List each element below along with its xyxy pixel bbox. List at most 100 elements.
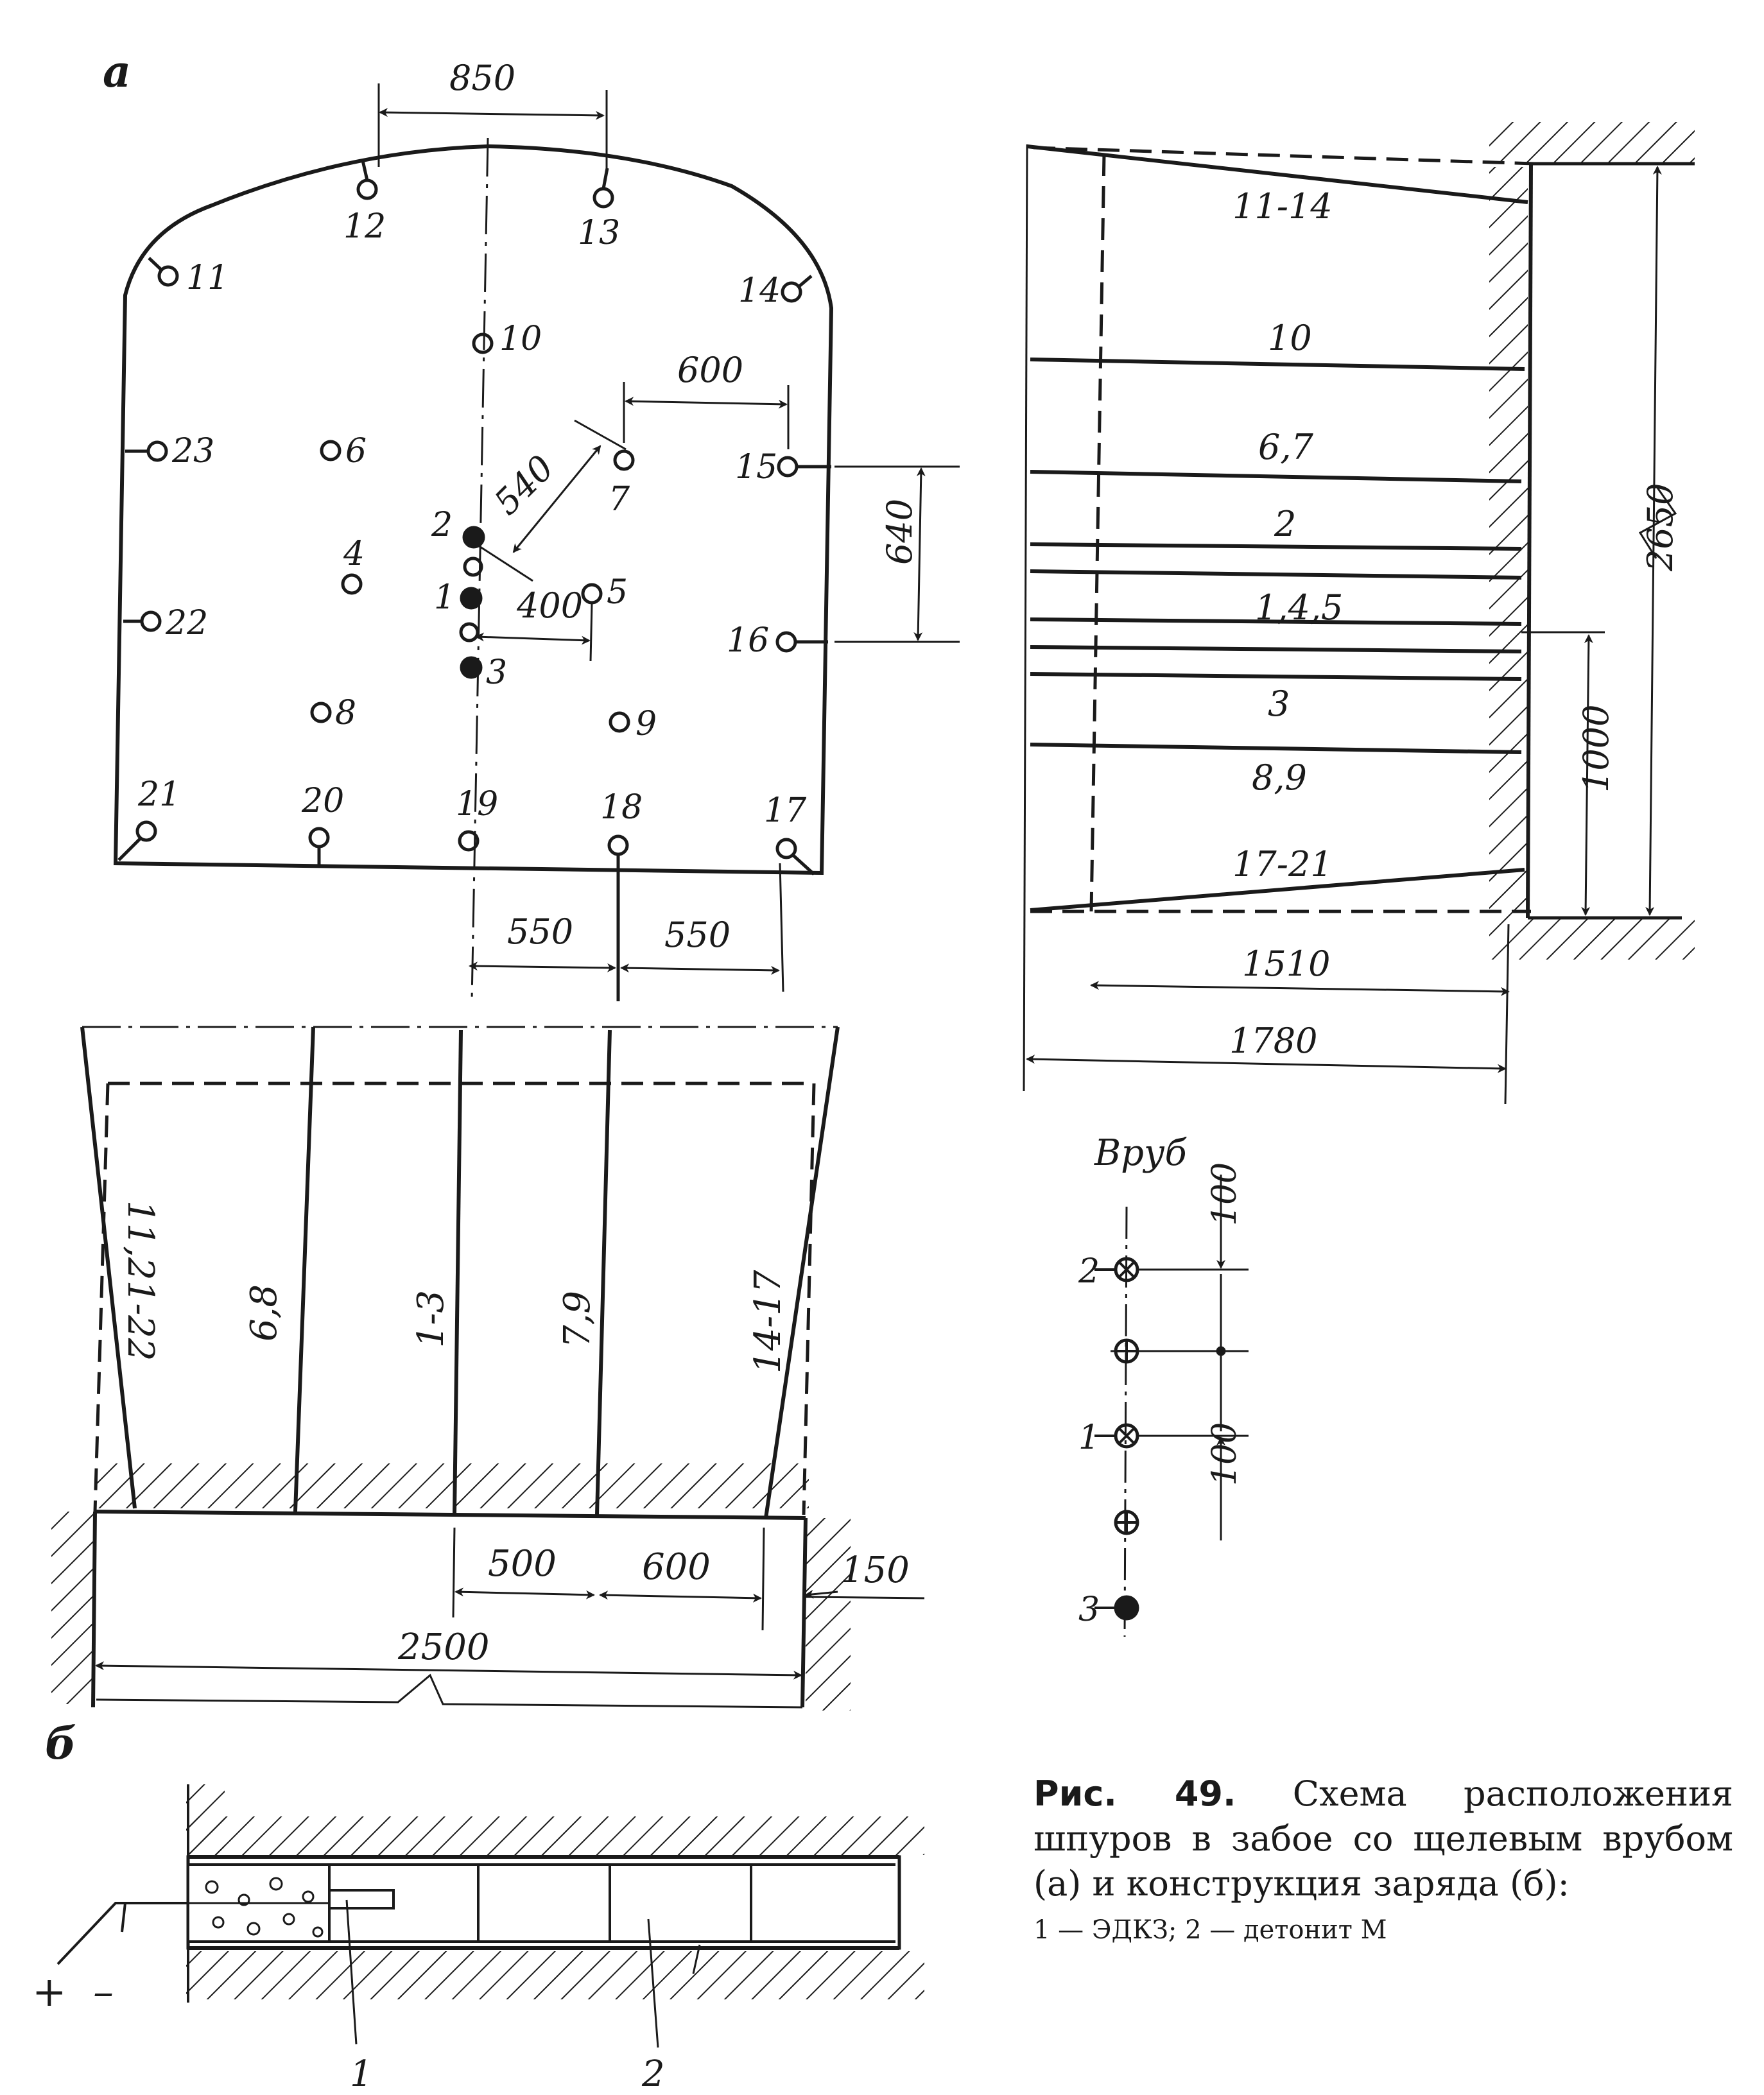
panel-label-a: а xyxy=(103,46,131,98)
dim-540: 540 xyxy=(487,447,562,522)
hole-label-22: 22 xyxy=(165,604,208,642)
hole-label-19: 19 xyxy=(456,785,498,823)
face-outline xyxy=(113,144,834,875)
hole-label-18: 18 xyxy=(600,788,643,827)
hole-13 xyxy=(592,187,614,209)
side-label-1-4-5: 1,4,5 xyxy=(1255,587,1343,628)
caption-text-block: Рис. 49. Схема расположения шпуров в заб… xyxy=(1033,1772,1733,1906)
dim-500: 500 xyxy=(488,1543,557,1585)
hole-label-13: 13 xyxy=(578,214,620,252)
plan-label-14-17: 14-17 xyxy=(747,1270,789,1374)
hole-label-11: 11 xyxy=(186,259,229,297)
hole-5 xyxy=(581,583,603,605)
hole-label-15: 15 xyxy=(735,448,777,487)
dim-2650: 2650 xyxy=(1640,483,1681,572)
hole-16 xyxy=(775,631,797,653)
dim-150: 150 xyxy=(841,1549,910,1591)
cut-hole-3 xyxy=(1114,1595,1139,1621)
hole-10 xyxy=(472,332,494,354)
side-hole-1-4-5 xyxy=(1030,645,1522,653)
dim-850: 850 xyxy=(449,58,515,98)
face-view: а xyxy=(103,46,960,1002)
cut-label-2: 2 xyxy=(1078,1252,1100,1291)
side-hole-3 xyxy=(1030,743,1522,754)
wire-plus: + xyxy=(32,1969,67,2016)
hole-label-23: 23 xyxy=(171,432,214,470)
charge-construction: б + – 1 xyxy=(32,1718,924,2095)
hole-label-9: 9 xyxy=(636,705,657,743)
hole-1 xyxy=(460,587,483,610)
hole-15 xyxy=(777,456,799,478)
dim-1000: 1000 xyxy=(1576,705,1616,793)
dim-550b: 550 xyxy=(664,915,731,955)
plan-hole-6-8 xyxy=(293,1026,315,1512)
hole-label-6: 6 xyxy=(345,432,367,470)
dim-1780: 1780 xyxy=(1229,1021,1317,1061)
side-label-6-7: 6,7 xyxy=(1258,427,1314,467)
figure-caption: Рис. 49. Схема расположения шпуров в заб… xyxy=(1033,1772,1733,1945)
cut-label-1: 1 xyxy=(1078,1418,1100,1457)
hole-3 xyxy=(460,656,483,679)
figure-number: Рис. 49. xyxy=(1033,1773,1236,1814)
hole-2 xyxy=(462,526,485,549)
cut-label-3: 3 xyxy=(1078,1591,1100,1629)
dim-cut-100b: 100 xyxy=(1206,1422,1244,1486)
caption-text: Схема расположения шпуров в забое со щел… xyxy=(1033,1773,1733,1904)
side-label-17-21: 17-21 xyxy=(1232,844,1333,884)
hole-17 xyxy=(775,838,797,859)
side-hole-11-14 xyxy=(1026,144,1528,204)
hole-23 xyxy=(146,440,168,462)
side-label-2: 2 xyxy=(1274,504,1296,544)
face-holes xyxy=(117,160,831,1001)
hole-empty-b xyxy=(459,622,480,642)
wire-minus: – xyxy=(93,1969,114,2016)
hole-label-12: 12 xyxy=(343,207,386,246)
side-label-8-9: 8,9 xyxy=(1252,757,1307,798)
hole-21 xyxy=(135,820,157,842)
plan-label-7-9: 7,9 xyxy=(557,1291,598,1348)
plan-hole-14-17 xyxy=(764,1026,840,1519)
hole-label-14: 14 xyxy=(738,272,781,310)
plan-hole-1-3 xyxy=(453,1030,463,1515)
hole-label-7: 7 xyxy=(609,480,630,519)
dim-cut-100a: 100 xyxy=(1206,1162,1244,1226)
hole-22 xyxy=(140,610,162,632)
side-hole-17-21 xyxy=(1030,868,1525,912)
plan-hole-11-21-22 xyxy=(80,1026,137,1509)
hole-label-4: 4 xyxy=(343,535,365,573)
hole-label-17: 17 xyxy=(764,791,807,830)
hole-6 xyxy=(320,440,342,461)
plan-label-6-8: 6,8 xyxy=(243,1284,285,1341)
hole-4 xyxy=(341,573,363,595)
hole-label-8: 8 xyxy=(335,694,356,732)
hole-12 xyxy=(356,178,378,200)
side-hole-2 xyxy=(1030,569,1522,580)
dim-550a: 550 xyxy=(507,911,573,952)
hole-7 xyxy=(613,449,635,471)
dim-400: 400 xyxy=(516,585,583,626)
hole-20 xyxy=(308,827,330,849)
dim-640: 640 xyxy=(879,499,920,565)
hole-label-5: 5 xyxy=(607,573,628,612)
dim-2500: 2500 xyxy=(397,1626,490,1668)
plan-hole-7-9 xyxy=(595,1030,612,1515)
hole-label-1: 1 xyxy=(434,578,455,617)
side-hole-10 xyxy=(1030,358,1525,371)
dim-plan-600: 600 xyxy=(642,1546,711,1588)
side-view: 11-14 10 6,7 2 1,4,5 3 8,9 17-21 2650 10… xyxy=(1023,122,1695,1105)
dim-600: 600 xyxy=(677,350,743,390)
side-label-11-14: 11-14 xyxy=(1232,186,1333,227)
side-label-10: 10 xyxy=(1268,318,1312,358)
hole-label-10: 10 xyxy=(499,320,542,358)
plan-label-11-21-22: 11,21-22 xyxy=(119,1200,161,1361)
charge-label-2: 2 xyxy=(641,2053,665,2095)
hole-8 xyxy=(310,702,332,723)
hole-label-2: 2 xyxy=(431,506,453,544)
panel-label-b: б xyxy=(45,1718,76,1770)
hole-9 xyxy=(609,711,630,733)
side-hole-6-7 xyxy=(1030,470,1522,483)
hole-label-21: 21 xyxy=(137,775,180,814)
detonator-edkz xyxy=(328,1889,395,1910)
hole-14 xyxy=(781,281,802,303)
hole-label-16: 16 xyxy=(727,621,769,660)
